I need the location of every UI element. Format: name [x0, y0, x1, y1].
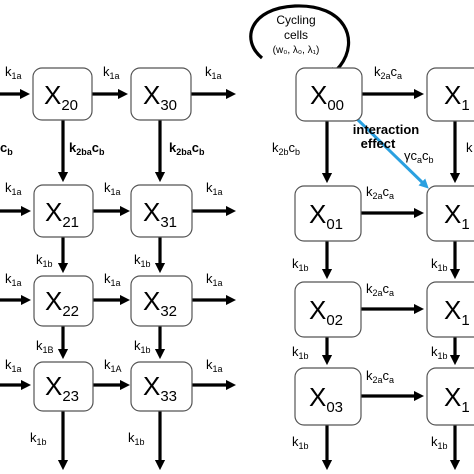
rate-label-k1a: k1a: [206, 271, 223, 288]
cycling-params-label: (w₀, λ₀, λ₁): [273, 45, 320, 56]
rate-label-k1a: k1a: [104, 180, 121, 197]
svg-text:X1: X1: [444, 199, 470, 233]
rate-label-k2a-ca: k2aca: [366, 368, 394, 385]
node-x01: X01: [294, 185, 362, 242]
rate-label-k1b: k1b: [431, 256, 448, 273]
svg-text:X1: X1: [444, 295, 470, 329]
rate-label-k2ba-cb: k2bacb: [69, 140, 105, 157]
svg-text:X30: X30: [143, 80, 177, 114]
rate-label-k1b: k1b: [292, 434, 309, 451]
svg-text:X33: X33: [143, 371, 177, 405]
node-x33: X33: [130, 361, 193, 412]
arrow-cycling-loop: [249, 4, 351, 79]
rate-label-k-partial: k: [466, 140, 473, 155]
node-x03: X03: [294, 367, 362, 426]
node-x21: X21: [33, 184, 94, 238]
cycling-cells-label: cells: [284, 28, 308, 42]
node-x02: X02: [294, 281, 362, 338]
rate-label-k1b: k1b: [134, 252, 151, 269]
rate-label-k2b-cb: k2bcb: [272, 140, 300, 157]
rate-label-k1b: k1b: [292, 344, 309, 361]
interaction-effect-label: effect: [361, 136, 396, 151]
node-x31: X31: [130, 184, 193, 238]
rate-label-k1b: k1b: [292, 256, 309, 273]
rate-label-k1b: k1b: [30, 430, 47, 447]
rate-label-k1b: k1b: [36, 252, 53, 269]
node-x00: X00: [295, 67, 363, 122]
svg-text:X23: X23: [45, 371, 79, 405]
rate-label-k2ba-cb: k2bacb: [169, 140, 205, 157]
svg-text:X21: X21: [45, 197, 79, 231]
cycling-cells-label: Cycling: [276, 13, 315, 27]
node-x20: X20: [32, 67, 93, 121]
svg-text:X02: X02: [309, 295, 343, 329]
rate-label-k1B: k1B: [36, 338, 54, 355]
node-x32: X32: [130, 275, 193, 327]
rate-label-k2a-ca: k2aca: [366, 184, 394, 201]
svg-text:X00: X00: [310, 80, 344, 114]
svg-text:X1: X1: [444, 382, 470, 416]
interaction-effect-label: interaction: [353, 122, 420, 137]
svg-text:X20: X20: [44, 80, 78, 114]
rate-label-partial-cb: cb: [0, 140, 13, 157]
node-x11: X1: [426, 185, 474, 242]
rate-label-k1a: k1a: [206, 180, 223, 197]
rate-label-k1a: k1a: [5, 64, 22, 81]
svg-text:X22: X22: [45, 286, 79, 320]
rate-label-k1a: k1a: [103, 64, 120, 81]
rate-label-k2a-ca: k2aca: [374, 64, 402, 81]
rate-label-k1a: k1a: [5, 180, 22, 197]
node-x10: X1: [426, 67, 474, 122]
node-x23: X23: [33, 361, 94, 412]
rate-label-k1b: k1b: [134, 338, 151, 355]
node-x30: X30: [130, 67, 192, 121]
svg-text:X32: X32: [143, 286, 177, 320]
svg-text:X01: X01: [309, 199, 343, 233]
svg-text:X1: X1: [444, 80, 470, 114]
rate-label-k1b: k1b: [431, 344, 448, 361]
rate-label-k1A: k1A: [104, 357, 122, 374]
rate-label-k1b: k1b: [431, 434, 448, 451]
node-x22: X22: [33, 275, 94, 327]
rate-label-k1b: k1b: [128, 430, 145, 447]
svg-text:X31: X31: [143, 197, 177, 231]
rate-label-gamma-ca-cb: γcacb: [404, 148, 434, 165]
rate-label-k2a-ca: k2aca: [366, 281, 394, 298]
rate-label-k1a: k1a: [5, 271, 22, 288]
rate-label-k1a: k1a: [206, 357, 223, 374]
arrow-interaction-effect: [354, 116, 429, 189]
svg-text:X03: X03: [309, 382, 343, 416]
rate-label-k1a: k1a: [104, 271, 121, 288]
rate-label-k1a: k1a: [5, 357, 22, 374]
rate-label-k1a: k1a: [205, 64, 222, 81]
node-x12: X1: [426, 281, 474, 338]
node-x13: X1: [426, 367, 474, 426]
